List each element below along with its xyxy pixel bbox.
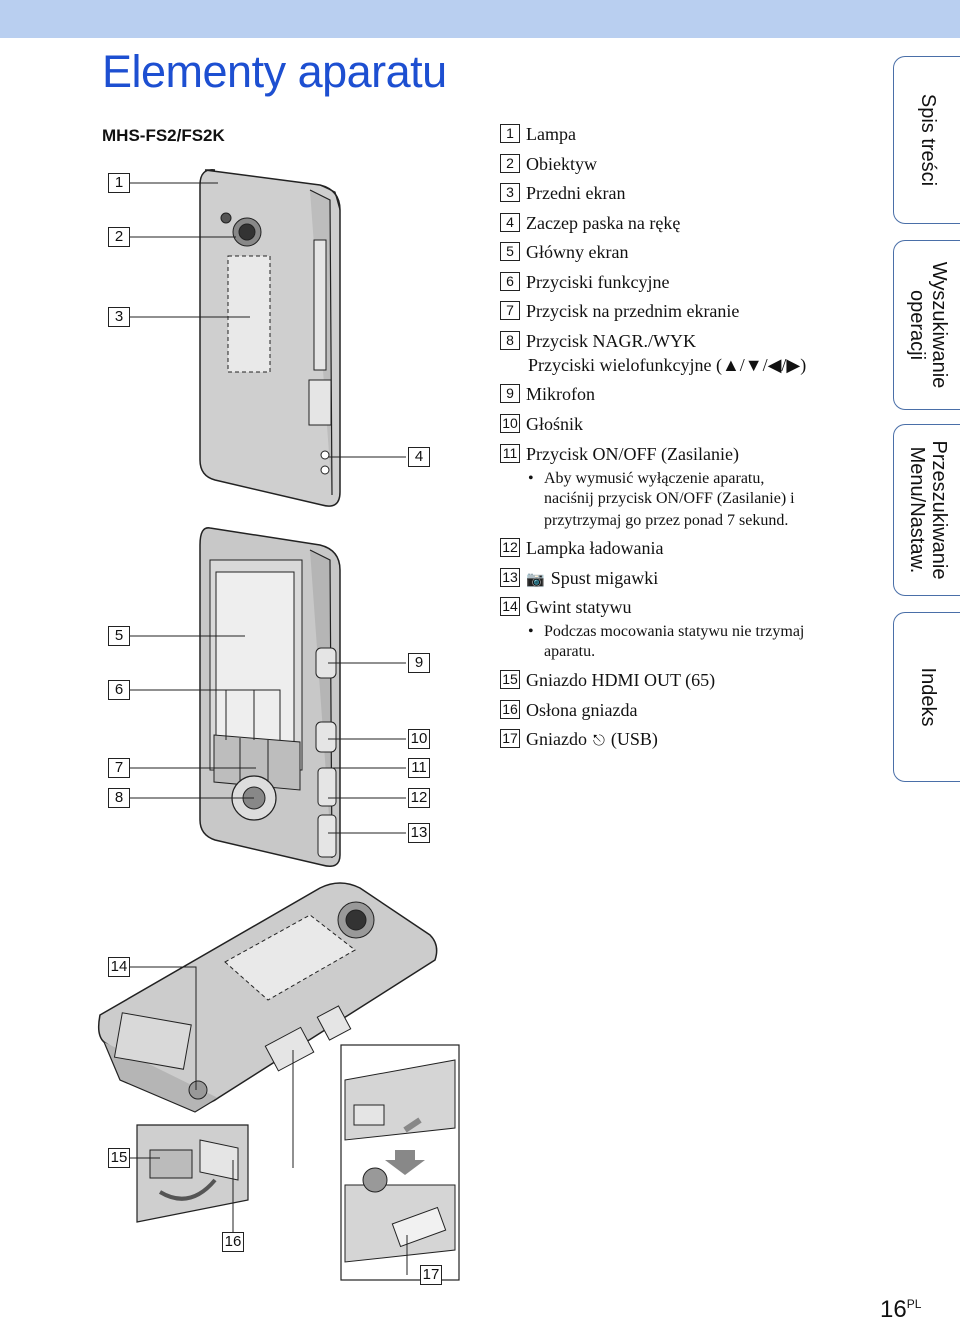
callout-1: 1 bbox=[108, 173, 130, 193]
callout-13: 13 bbox=[408, 823, 430, 843]
page-number: 16PL bbox=[880, 1296, 922, 1323]
legend-subitem: Przyciski wielofunkcyjne (▲/▼/◀/▶) bbox=[528, 355, 807, 375]
tab-line: Menu/Nastaw. bbox=[905, 446, 928, 574]
callout-7: 7 bbox=[108, 758, 130, 778]
camera-bottom-view bbox=[97, 882, 438, 1113]
callout-11: 11 bbox=[408, 758, 430, 778]
callout-15: 15 bbox=[108, 1148, 130, 1168]
tab-line: Wyszukiwanie bbox=[927, 261, 950, 389]
legend-bullet: •Aby wymusić wyłączenie aparatu, bbox=[528, 470, 765, 487]
callout-4: 4 bbox=[408, 447, 430, 467]
legend-bullet: •Podczas mocowania statywu nie trzymaj bbox=[528, 623, 805, 640]
legend-bullet-line: przytrzymaj go przez ponad 7 sekund. bbox=[544, 512, 789, 529]
callout-16: 16 bbox=[222, 1232, 244, 1252]
tab-line: operacji bbox=[905, 289, 928, 361]
leader-lines bbox=[130, 182, 408, 1275]
callout-5: 5 bbox=[108, 626, 130, 646]
callout-6: 6 bbox=[108, 680, 130, 700]
callout-17: 17 bbox=[420, 1265, 442, 1285]
tab-toc[interactable]: Spis treści bbox=[893, 56, 960, 224]
hdmi-port-detail bbox=[136, 1124, 249, 1223]
model-label: MHS-FS2/FS2K bbox=[102, 126, 225, 145]
callout-9: 9 bbox=[408, 653, 430, 673]
tab-line: Przeszukiwanie bbox=[927, 440, 950, 580]
callout-8: 8 bbox=[108, 788, 130, 808]
usb-icon: ⎋ bbox=[592, 731, 605, 749]
callout-12: 12 bbox=[408, 788, 430, 808]
camera-icon: 📷 bbox=[526, 570, 545, 588]
usb-port-detail bbox=[340, 1044, 460, 1281]
callout-2: 2 bbox=[108, 227, 130, 247]
legend-item: 13📷Spust migawki bbox=[500, 568, 658, 589]
page-title: Elementy aparatu bbox=[102, 46, 447, 97]
legend-bullet-line: naciśnij przycisk ON/OFF (Zasilanie) i bbox=[544, 490, 795, 507]
callout-14: 14 bbox=[108, 957, 130, 977]
callout-10: 10 bbox=[408, 729, 430, 749]
tab-index[interactable]: Indeks bbox=[893, 612, 960, 782]
legend-bullet-line: aparatu. bbox=[544, 643, 596, 660]
camera-front-view bbox=[199, 169, 341, 507]
top-color-bar bbox=[0, 0, 960, 38]
camera-back-view bbox=[199, 527, 341, 867]
callout-3: 3 bbox=[108, 307, 130, 327]
